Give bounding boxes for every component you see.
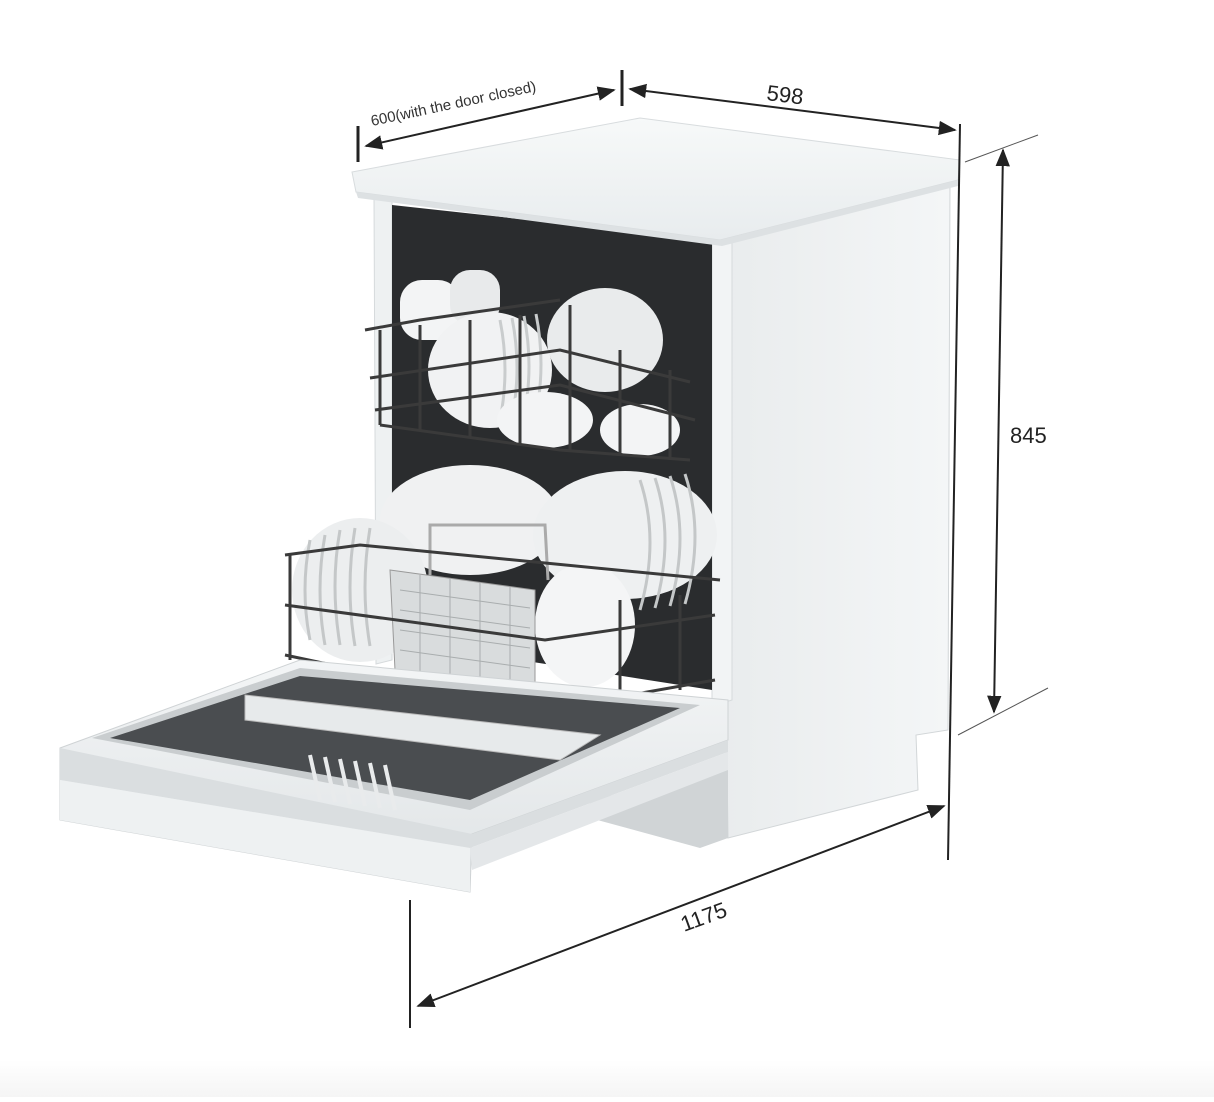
dimension-depth-closed-label: 600(with the door closed) <box>369 78 537 130</box>
dimension-lines <box>356 70 1049 1028</box>
open-door <box>59 659 729 893</box>
bottom-fade <box>0 1060 1214 1097</box>
dimension-width-label: 598 <box>765 80 804 109</box>
dimension-depth-open-label: 1175 <box>677 897 730 937</box>
upper-rack <box>364 270 696 462</box>
dimension-height-label: 845 <box>1010 423 1047 448</box>
lower-rack <box>284 465 721 712</box>
